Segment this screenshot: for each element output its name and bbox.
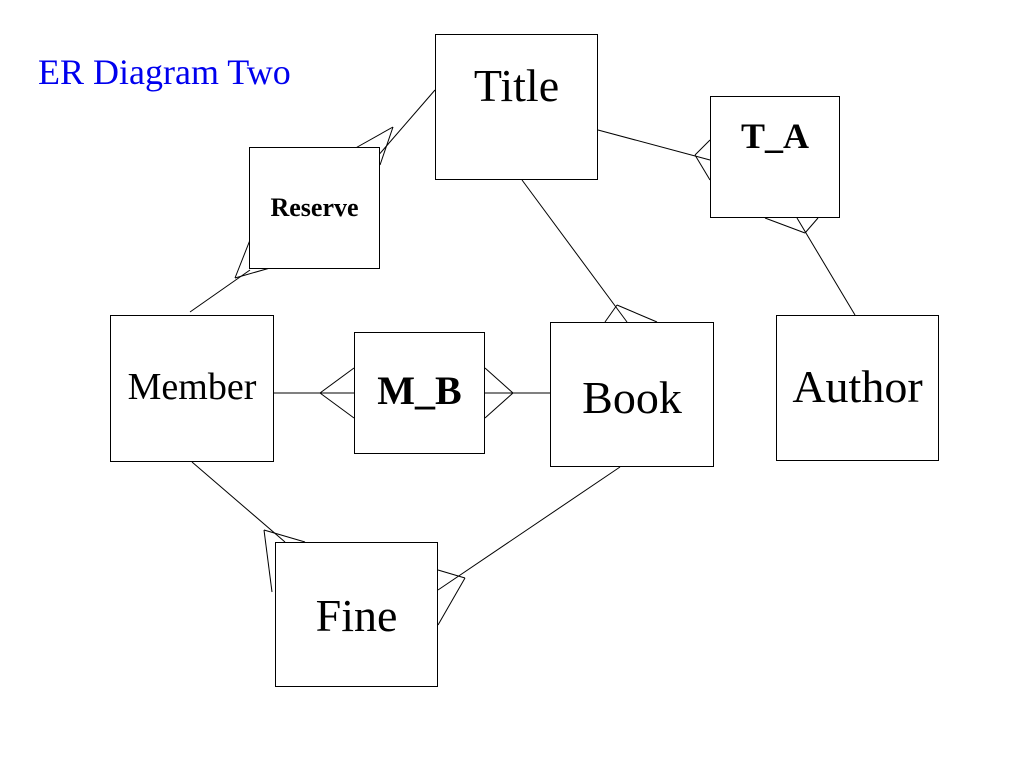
entity-title-label: Title bbox=[473, 59, 560, 111]
crowfoot-book-top bbox=[616, 304, 658, 323]
entity-reserve-label: Reserve bbox=[270, 193, 359, 222]
link-member-fine bbox=[191, 461, 286, 543]
crowfoot-fine-left bbox=[263, 529, 306, 543]
crowfoot-mb-right bbox=[484, 367, 514, 394]
entity-author-label: Author bbox=[792, 361, 923, 412]
crowfoot-mb-left bbox=[319, 367, 355, 394]
entity-author: Author bbox=[776, 315, 939, 461]
crowfoot-reserve-top bbox=[379, 126, 394, 166]
entity-t-a: T_A bbox=[710, 96, 840, 218]
link-title-reserve bbox=[369, 89, 436, 166]
entity-fine-label: Fine bbox=[315, 590, 398, 641]
link-title-ta bbox=[597, 129, 711, 161]
entity-m-b: M_B bbox=[354, 332, 485, 454]
entity-m-b-label: M_B bbox=[377, 368, 462, 413]
crowfoot-book-top bbox=[604, 304, 618, 323]
link-author-ta bbox=[796, 217, 856, 316]
page-title: ER Diagram Two bbox=[38, 52, 291, 92]
crowfoot-fine-right bbox=[437, 577, 466, 626]
crowfoot-reserve-bottom bbox=[234, 267, 271, 279]
crowfoot-reserve-top bbox=[351, 126, 394, 151]
crowfoot-fine-right bbox=[437, 569, 466, 579]
crowfoot-mb-right bbox=[484, 392, 514, 419]
entity-member-label: Member bbox=[127, 366, 257, 408]
crowfoot-reserve-bottom bbox=[234, 239, 251, 279]
entity-reserve: Reserve bbox=[249, 147, 380, 269]
crowfoot-fine-left bbox=[263, 529, 273, 593]
entity-book-label: Book bbox=[582, 372, 682, 423]
crowfoot-ta-left bbox=[694, 139, 711, 156]
entity-member: Member bbox=[110, 315, 274, 462]
crowfoot-ta-bottom bbox=[804, 217, 819, 234]
entity-book: Book bbox=[550, 322, 714, 467]
link-book-fine bbox=[437, 466, 621, 591]
entity-title: Title bbox=[435, 34, 598, 180]
link-title-book bbox=[521, 179, 628, 323]
entity-fine: Fine bbox=[275, 542, 438, 687]
entity-t-a-label: T_A bbox=[740, 116, 809, 156]
crowfoot-ta-left bbox=[694, 154, 711, 181]
crowfoot-ta-bottom bbox=[764, 217, 806, 234]
crowfoot-mb-left bbox=[319, 392, 355, 419]
